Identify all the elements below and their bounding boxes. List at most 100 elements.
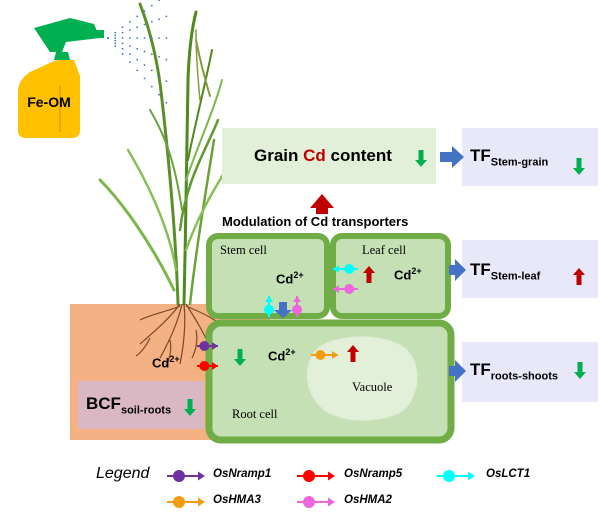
- stem-ion-base: Cd: [276, 271, 294, 287]
- legend-marker-dot: [303, 470, 315, 482]
- vacuole: [306, 336, 418, 421]
- tf-roots-shoots-base: TF: [470, 360, 491, 379]
- roots: [135, 303, 223, 367]
- spray-dot: [143, 77, 146, 80]
- root-cell-label: Root cell: [232, 407, 278, 421]
- spray-dot: [143, 64, 146, 66]
- sprayer-label: Fe-OM: [27, 94, 71, 110]
- spray-dot: [158, 56, 161, 58]
- tf-stem-leaf-sub: Stem-leaf: [490, 270, 541, 283]
- spray-dot: [150, 85, 153, 88]
- transporter-osnramp5-root: [197, 361, 218, 371]
- legend-title: Legend: [96, 465, 150, 482]
- leaf-ion-base: Cd: [394, 267, 412, 283]
- legend-marker-dot: [443, 470, 455, 482]
- spray-dot: [136, 58, 139, 61]
- spray-dot: [150, 20, 153, 23]
- grain-trend-arrow: [415, 150, 427, 167]
- legend-marker-head: [328, 471, 335, 481]
- spray-dot: [150, 37, 153, 39]
- transporter-oshma2-stem-head: [293, 296, 301, 302]
- spray-dot: [129, 37, 131, 39]
- spray-dot: [114, 39, 117, 42]
- spray-dot: [150, 53, 153, 56]
- legend-label-oslct1: OsLCT1: [486, 468, 531, 480]
- grain-up-arrow: [310, 194, 334, 214]
- spray-dot: [165, 80, 168, 83]
- transporter-oslct1-stem: [264, 296, 274, 317]
- spray-mist: [107, 0, 168, 104]
- tf-stem-grain-sub: Stem-grain: [490, 156, 549, 169]
- trend-arrows-layer: [184, 150, 586, 416]
- sprayer-bottle: [18, 18, 104, 138]
- stem-ion-sup: 2+: [293, 270, 304, 280]
- legend-markers-layer: [167, 470, 475, 508]
- grain-cd-title: Grain Cd content: [254, 146, 392, 166]
- legend-marker-head: [198, 497, 205, 507]
- spray-dot: [114, 34, 117, 37]
- bcf-sub: soil-roots: [120, 404, 172, 417]
- transporter-oslct1-leaf-body: [344, 264, 355, 274]
- tf-stem-grain-trend-arrow: [573, 158, 585, 175]
- legend-label-osnramp5: OsNramp5: [344, 468, 403, 480]
- legend-marker-dot: [303, 496, 315, 508]
- grain-panel: [222, 128, 436, 184]
- spray-dot: [158, 18, 161, 20]
- spray-dot: [165, 37, 168, 39]
- leaf-ion-sup: 2+: [411, 266, 422, 276]
- spray-dot: [143, 23, 146, 26]
- legend-marker-head: [328, 497, 335, 507]
- tf-stem-leaf-trend-arrow: [573, 268, 585, 285]
- spray-dot: [165, 15, 168, 18]
- spray-dot: [136, 47, 139, 50]
- spray-dot: [107, 37, 109, 39]
- stem-cell-label: Stem cell: [220, 243, 267, 257]
- grain-title-suffix: content: [325, 146, 392, 165]
- root-ion-base: Cd: [268, 348, 286, 364]
- transporter-oshma2-stem: [292, 296, 302, 317]
- legend-marker-osnramp5: [297, 470, 335, 482]
- legend-label-oshma2: OsHMA2: [344, 494, 392, 506]
- vacuole-trend-arrow: [347, 345, 359, 362]
- root-cd-ion: Cd2+: [268, 347, 296, 363]
- legend-marker-head: [468, 471, 475, 481]
- tf-label-stem-grain: TFStem-grain: [470, 146, 548, 168]
- legend-marker-oshma3: [167, 496, 205, 508]
- transporter-oshma2-leaf-head: [333, 285, 339, 293]
- modulation-label: Modulation of Cd transporters: [222, 214, 409, 229]
- transporter-oslct1-leaf-head: [333, 265, 339, 273]
- spray-dot: [165, 58, 168, 61]
- vacuole-label: Vacuole: [352, 380, 393, 394]
- legend-marker-osnramp1: [167, 470, 205, 482]
- bcf-base: BCF: [86, 394, 121, 413]
- spray-dot: [121, 26, 124, 29]
- spray-dot: [143, 10, 146, 12]
- spray-dot: [121, 31, 124, 34]
- transporter-oshma3-vacuole: [311, 350, 338, 360]
- tf-stem-grain-base: TF: [470, 146, 491, 165]
- spray-dot: [129, 53, 131, 56]
- transporter-oslct1-stem-body: [264, 304, 274, 315]
- spray-dot: [121, 47, 124, 50]
- transporters-layer: [197, 264, 358, 371]
- spray-dot: [114, 37, 117, 39]
- transporter-osnramp1-root-body: [199, 341, 210, 351]
- spray-dot: [143, 37, 146, 39]
- transporter-oshma2-stem-body: [292, 304, 302, 315]
- spray-dot: [121, 53, 124, 56]
- root-ion-sup: 2+: [285, 347, 296, 357]
- spray-dot: [158, 0, 160, 2]
- tf-box-stem-leaf: [462, 240, 598, 298]
- spray-dot: [114, 42, 117, 45]
- bcf-box: [78, 381, 204, 429]
- spray-dot: [136, 26, 139, 29]
- grain-title-element: Cd: [303, 146, 326, 165]
- spray-dot: [150, 4, 153, 7]
- spray-dot: [158, 93, 161, 96]
- spray-dot: [129, 20, 131, 23]
- soil-ion-sup: 2+: [169, 354, 180, 364]
- transporter-osnramp5-root-head: [212, 362, 218, 370]
- grain-title-prefix: Grain: [254, 146, 304, 165]
- spray-dot: [158, 37, 161, 39]
